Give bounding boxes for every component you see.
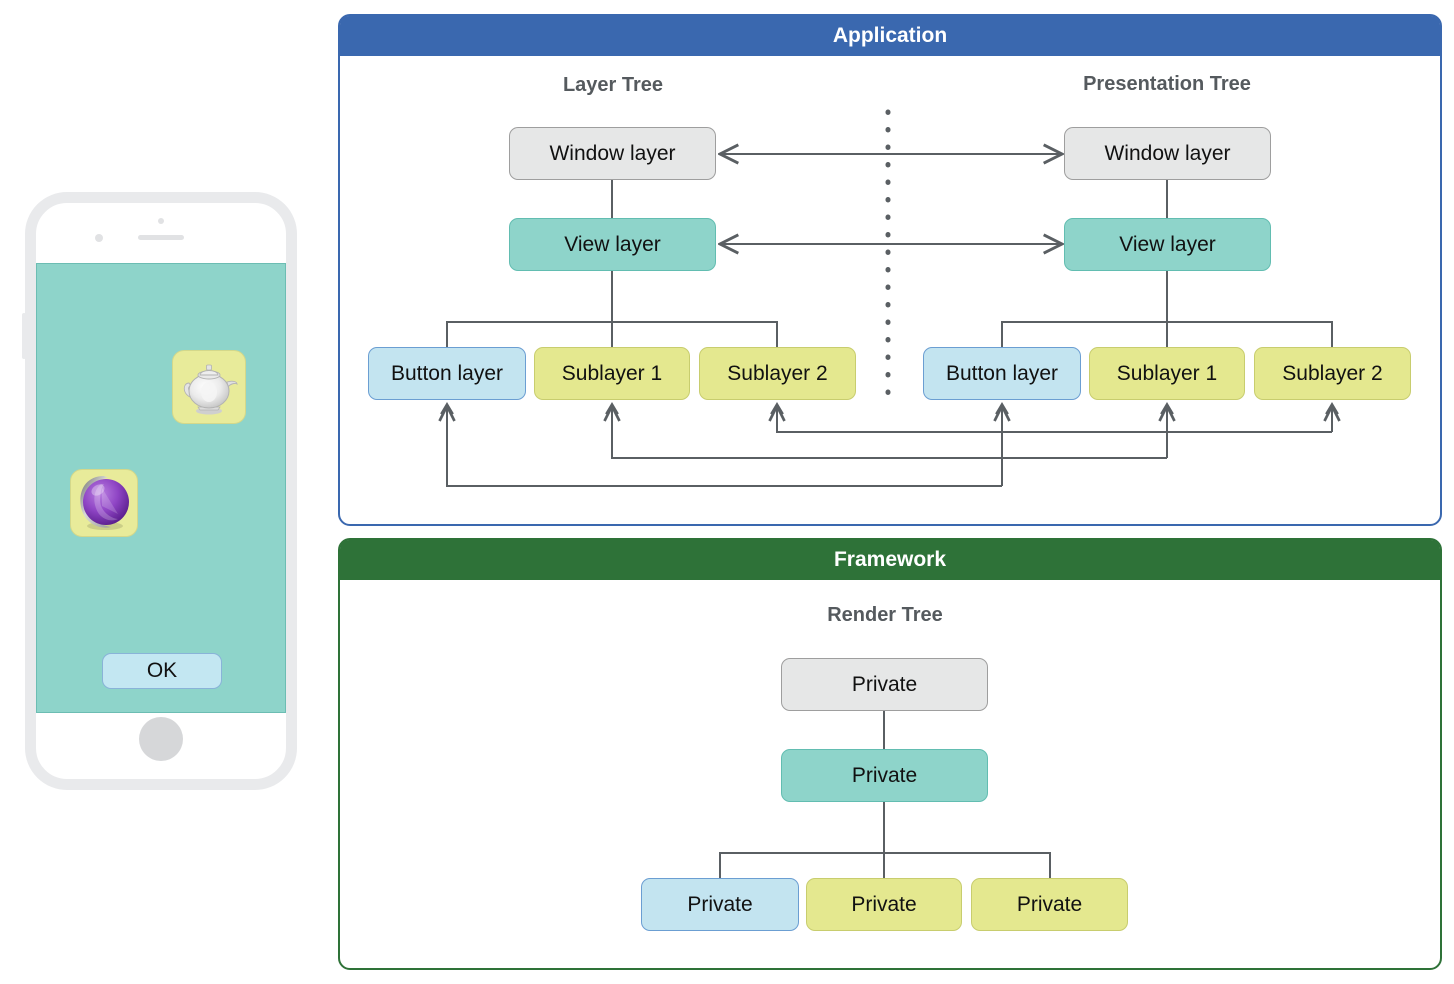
presentation-tree-node-button[interactable]: Button layer [923,347,1081,400]
teapot-icon[interactable] [172,350,246,424]
presentation-tree-title: Presentation Tree [1083,73,1251,95]
render-tree-node-root[interactable]: Private [781,658,988,711]
render-tree-title: Render Tree [827,604,943,626]
presentation-tree-node-sublayer-2[interactable]: Sublayer 2 [1254,347,1411,400]
gem-icon[interactable] [70,469,138,537]
ok-button[interactable]: OK [102,653,222,689]
teapot-glyph [183,364,238,415]
gem-glyph [80,476,129,530]
framework-panel-title: Framework [340,540,1440,580]
application-panel-title: Application [340,16,1440,56]
render-tree-node-mid[interactable]: Private [781,749,988,802]
phone-side-button[interactable] [22,313,26,359]
phone-mockup: OK [22,192,297,790]
phone-camera-icon [95,234,103,242]
layer-tree-node-button[interactable]: Button layer [368,347,526,400]
layer-tree-node-sublayer-1[interactable]: Sublayer 1 [534,347,690,400]
layer-tree-node-sublayer-2[interactable]: Sublayer 2 [699,347,856,400]
render-tree-node-leaf-3[interactable]: Private [971,878,1128,931]
phone-speaker-icon [138,235,184,240]
phone-screen: OK [36,263,286,713]
render-tree-node-leaf-2[interactable]: Private [806,878,962,931]
phone-sensor-icon [158,218,164,224]
render-tree-node-leaf-1[interactable]: Private [641,878,799,931]
layer-tree-node-view[interactable]: View layer [509,218,716,271]
presentation-tree-node-window[interactable]: Window layer [1064,127,1271,180]
presentation-tree-node-view[interactable]: View layer [1064,218,1271,271]
presentation-tree-node-sublayer-1[interactable]: Sublayer 1 [1089,347,1245,400]
layer-tree-title: Layer Tree [562,74,664,96]
layer-tree-node-window[interactable]: Window layer [509,127,716,180]
phone-home-button[interactable] [139,717,183,761]
